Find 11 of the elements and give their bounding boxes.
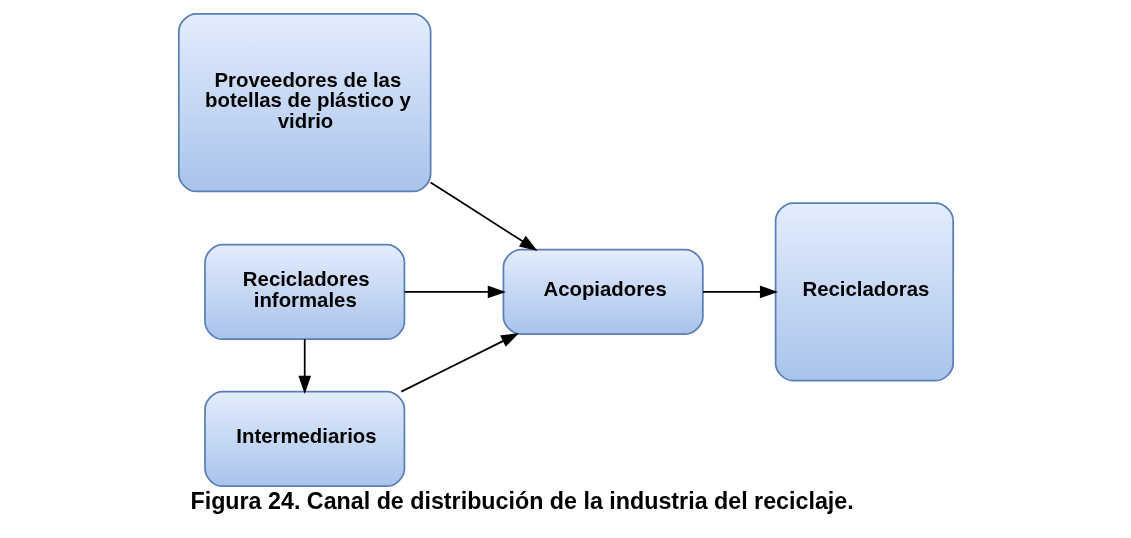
- arrow: [403, 285, 506, 299]
- node-box: Proveedores de las botellas de plástico y vidrio: [177, 13, 431, 193]
- arrow: [297, 338, 311, 394]
- arrow: [429, 181, 538, 251]
- arrow: [399, 333, 519, 393]
- arrow: [701, 285, 778, 299]
- caption: Figura 24. Canal de distribución de la industria del reciclaje.: [189, 488, 854, 515]
- node-box: Recicladores informales: [203, 243, 405, 341]
- node-box: Acopiadores: [502, 248, 704, 335]
- node-box: Intermediarios: [203, 390, 405, 488]
- node-box: Recicladoras: [774, 202, 954, 382]
